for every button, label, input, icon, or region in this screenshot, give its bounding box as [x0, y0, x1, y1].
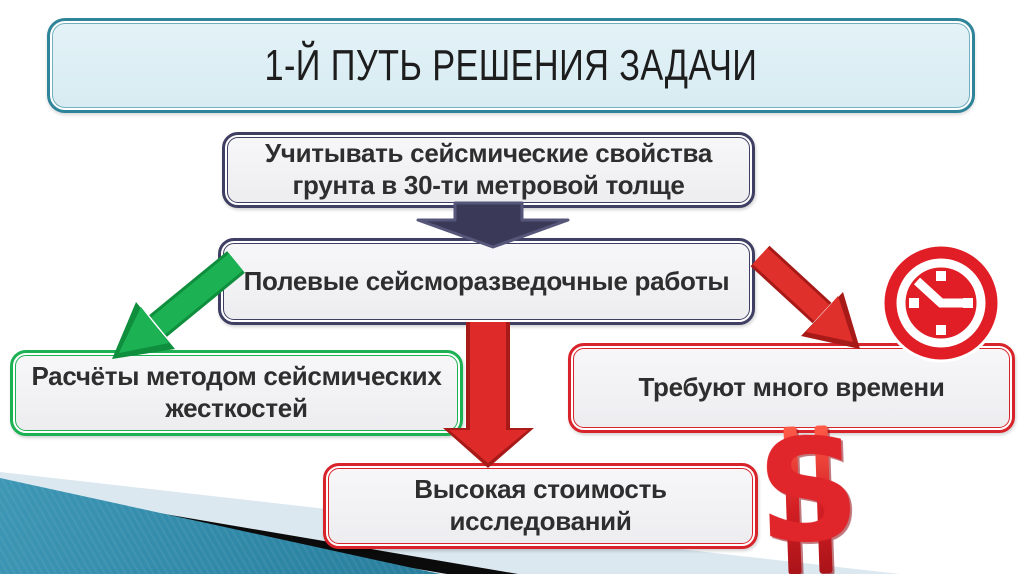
node-field-work-label: Полевые сейсморазведочные работы [243, 265, 730, 296]
slide-title-box-inner: 1-Й ПУТЬ РЕШЕНИЯ ЗАДАЧИ [52, 23, 970, 108]
node-premise-label: Учитывать сейсмические свойства грунта в… [264, 138, 713, 200]
node-calculations: Расчёты методом сейсмических жесткостей [10, 350, 463, 436]
node-money-cost-label: Высокая стоимость исследований [414, 474, 667, 536]
dollar-icon: S [747, 407, 870, 574]
node-time-cost-label: Требуют много времени [638, 372, 945, 403]
node-field-work: Полевые сейсморазведочные работы [218, 238, 755, 325]
slide-title: 1-Й ПУТЬ РЕШЕНИЯ ЗАДАЧИ [264, 40, 758, 90]
node-money-cost: Высокая стоимость исследований [323, 463, 758, 549]
diagonal-arrow-red [750, 245, 860, 349]
node-calculations-label: Расчёты методом сейсмических жесткостей [31, 361, 442, 423]
node-premise: Учитывать сейсмические свойства грунта в… [222, 132, 755, 208]
node-time-cost-inner: Требуют много времени [573, 348, 1010, 428]
node-money-cost-inner: Высокая стоимость исследований [328, 468, 753, 544]
dollar-glyph: S [754, 407, 863, 574]
node-field-work-inner: Полевые сейсморазведочные работы [223, 243, 750, 320]
node-calculations-inner: Расчёты методом сейсмических жесткостей [15, 355, 458, 431]
node-premise-inner: Учитывать сейсмические свойства грунта в… [227, 137, 750, 203]
slide-title-box: 1-Й ПУТЬ РЕШЕНИЯ ЗАДАЧИ [47, 18, 975, 113]
clock-icon [879, 241, 1003, 365]
